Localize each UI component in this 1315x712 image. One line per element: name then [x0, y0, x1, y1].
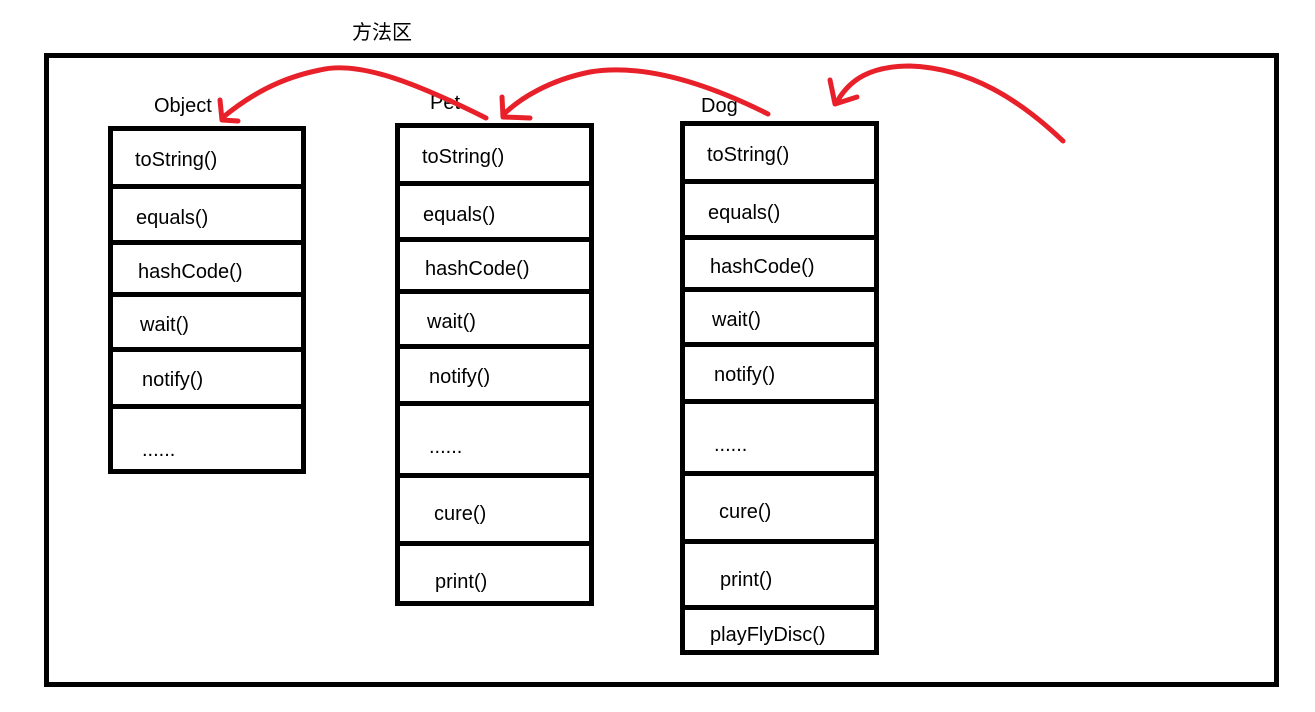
- method-row: print(): [685, 539, 874, 605]
- class-box-pet: toString() equals() hashCode() wait() no…: [395, 123, 594, 606]
- method-row: equals(): [113, 184, 301, 240]
- class-box-object: toString() equals() hashCode() wait() no…: [108, 126, 306, 474]
- method-area-title: 方法区: [352, 20, 412, 44]
- method-label: cure(): [719, 501, 772, 523]
- method-row: cure(): [400, 473, 589, 541]
- method-row: equals(): [685, 179, 874, 235]
- class-label-object: Object: [154, 95, 212, 117]
- method-row: ......: [400, 401, 589, 473]
- method-label: equals(): [708, 202, 781, 224]
- method-row: notify(): [685, 342, 874, 399]
- method-label: notify(): [142, 369, 204, 391]
- method-row: wait(): [685, 287, 874, 342]
- method-label: playFlyDisc(): [710, 624, 826, 646]
- method-label: equals(): [423, 204, 496, 226]
- method-label: hashCode(): [710, 256, 815, 278]
- method-label: ......: [429, 436, 463, 458]
- method-label: toString(): [707, 144, 790, 166]
- class-label-dog: Dog: [701, 95, 738, 117]
- method-row: wait(): [113, 292, 301, 347]
- method-label: toString(): [422, 146, 505, 168]
- method-label: wait(): [140, 314, 189, 336]
- class-box-dog: toString() equals() hashCode() wait() no…: [680, 121, 879, 655]
- method-row: cure(): [685, 471, 874, 539]
- method-label: wait(): [427, 311, 476, 333]
- method-label: ......: [714, 434, 748, 456]
- method-label: print(): [435, 571, 488, 593]
- method-label: notify(): [714, 364, 776, 386]
- method-row: hashCode(): [400, 237, 589, 289]
- method-label: hashCode(): [138, 261, 243, 283]
- method-label: toString(): [135, 149, 218, 171]
- method-label: ......: [142, 439, 176, 461]
- method-row: notify(): [113, 347, 301, 404]
- method-label: wait(): [712, 309, 761, 331]
- method-row: print(): [400, 541, 589, 606]
- method-label: print(): [720, 569, 773, 591]
- method-row: ......: [685, 399, 874, 471]
- method-label: cure(): [434, 503, 487, 525]
- method-row: hashCode(): [685, 235, 874, 287]
- class-label-pet: Pet: [430, 92, 461, 114]
- method-row: toString(): [685, 126, 874, 179]
- method-label: hashCode(): [425, 258, 530, 280]
- method-row: wait(): [400, 289, 589, 344]
- method-row: ......: [113, 404, 301, 469]
- method-row: notify(): [400, 344, 589, 401]
- method-row: toString(): [400, 128, 589, 181]
- method-row: equals(): [400, 181, 589, 237]
- method-label: notify(): [429, 366, 491, 388]
- method-row: toString(): [113, 131, 301, 184]
- method-row: hashCode(): [113, 240, 301, 292]
- method-label: equals(): [136, 207, 209, 229]
- method-area-frame: [44, 53, 1279, 687]
- method-row: playFlyDisc(): [685, 605, 874, 655]
